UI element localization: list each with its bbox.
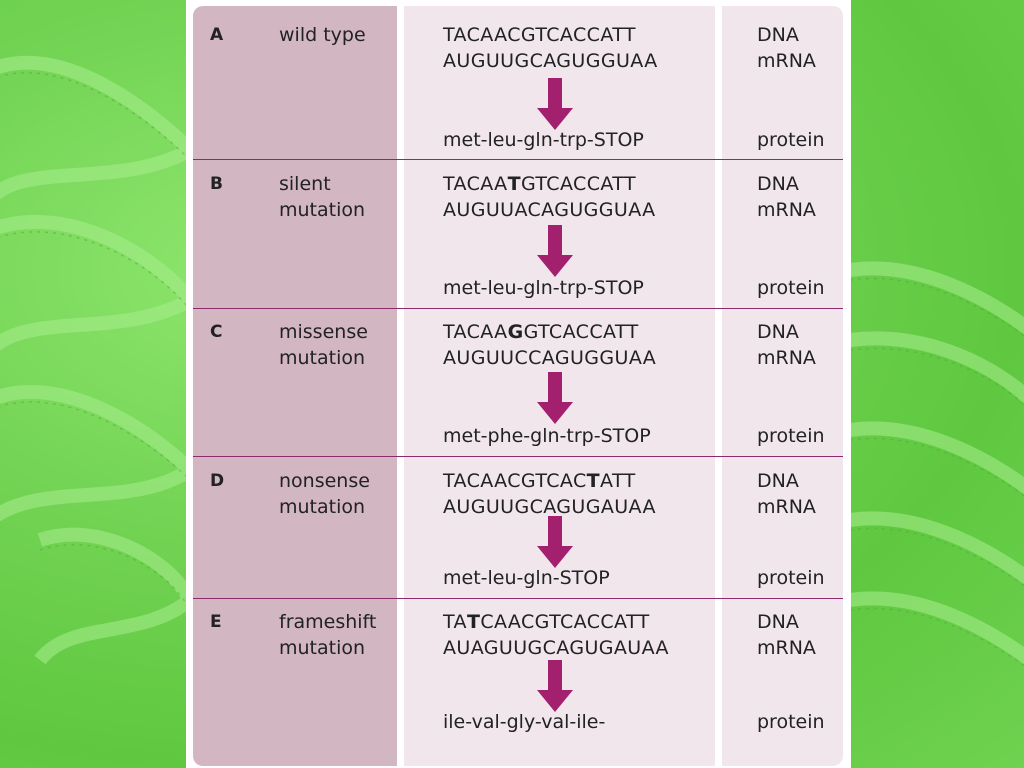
molecule-label-column [722, 6, 843, 766]
protein-label: protein [757, 711, 825, 733]
mrna-label: mRNA [757, 347, 816, 369]
mrna-label: mRNA [757, 50, 816, 72]
row-letter: C [210, 322, 223, 342]
mutation-type-label: missense [279, 321, 368, 343]
mutation-type-label-line2: mutation [279, 496, 366, 518]
mutation-type-label-line2: mutation [279, 199, 366, 221]
row-divider [193, 598, 843, 599]
mrna-sequence: AUGUUACAGUGGUAA [443, 199, 656, 221]
protein-sequence: met-phe-gln-trp-STOP [443, 425, 651, 447]
down-arrow-icon [537, 660, 573, 712]
dna-sequence: TATCAACGTCACCATT [443, 611, 650, 633]
dna-sequence: TACAAGGTCACCATT [443, 321, 639, 343]
down-arrow-icon [537, 225, 573, 277]
dna-label: DNA [757, 24, 799, 46]
protein-label: protein [757, 567, 825, 589]
row-label-column [193, 6, 397, 766]
row-divider [193, 308, 843, 309]
mutation-type-label: frameshift [279, 611, 377, 633]
mrna-label: mRNA [757, 496, 816, 518]
row-letter: D [210, 471, 225, 491]
mrna-sequence: AUGUUCCAGUGGUAA [443, 347, 657, 369]
dna-label: DNA [757, 321, 799, 343]
mrna-label: mRNA [757, 637, 816, 659]
dna-sequence: TACAACGTCACTATT [443, 470, 636, 492]
mutation-type-label: silent [279, 173, 331, 195]
protein-label: protein [757, 277, 825, 299]
mutation-type-label: wild type [279, 24, 366, 46]
mutation-type-label-line2: mutation [279, 637, 366, 659]
mrna-sequence: AUAGUUGCAGUGAUAA [443, 637, 669, 659]
protein-sequence: met-leu-gln-trp-STOP [443, 277, 644, 299]
dna-sequence: TACAATGTCACCATT [443, 173, 636, 195]
dna-label: DNA [757, 611, 799, 633]
mrna-sequence: AUGUUGCAGUGAUAA [443, 496, 656, 518]
mrna-label: mRNA [757, 199, 816, 221]
protein-label: protein [757, 129, 825, 151]
row-letter: A [210, 25, 224, 45]
row-letter: B [210, 174, 223, 194]
protein-sequence: met-leu-gln-trp-STOP [443, 129, 644, 151]
down-arrow-icon [537, 372, 573, 424]
mutation-type-label-line2: mutation [279, 347, 366, 369]
row-divider [193, 159, 843, 160]
down-arrow-icon [537, 516, 573, 568]
down-arrow-icon [537, 78, 573, 130]
row-letter: E [210, 612, 222, 632]
protein-sequence: met-leu-gln-STOP [443, 567, 610, 589]
dna-sequence: TACAACGTCACCATT [443, 24, 636, 46]
mrna-sequence: AUGUUGCAGUGGUAA [443, 50, 658, 72]
protein-sequence: ile-val-gly-val-ile- [443, 711, 606, 733]
mutation-type-label: nonsense [279, 470, 370, 492]
dna-label: DNA [757, 173, 799, 195]
protein-label: protein [757, 425, 825, 447]
row-divider [193, 456, 843, 457]
dna-label: DNA [757, 470, 799, 492]
